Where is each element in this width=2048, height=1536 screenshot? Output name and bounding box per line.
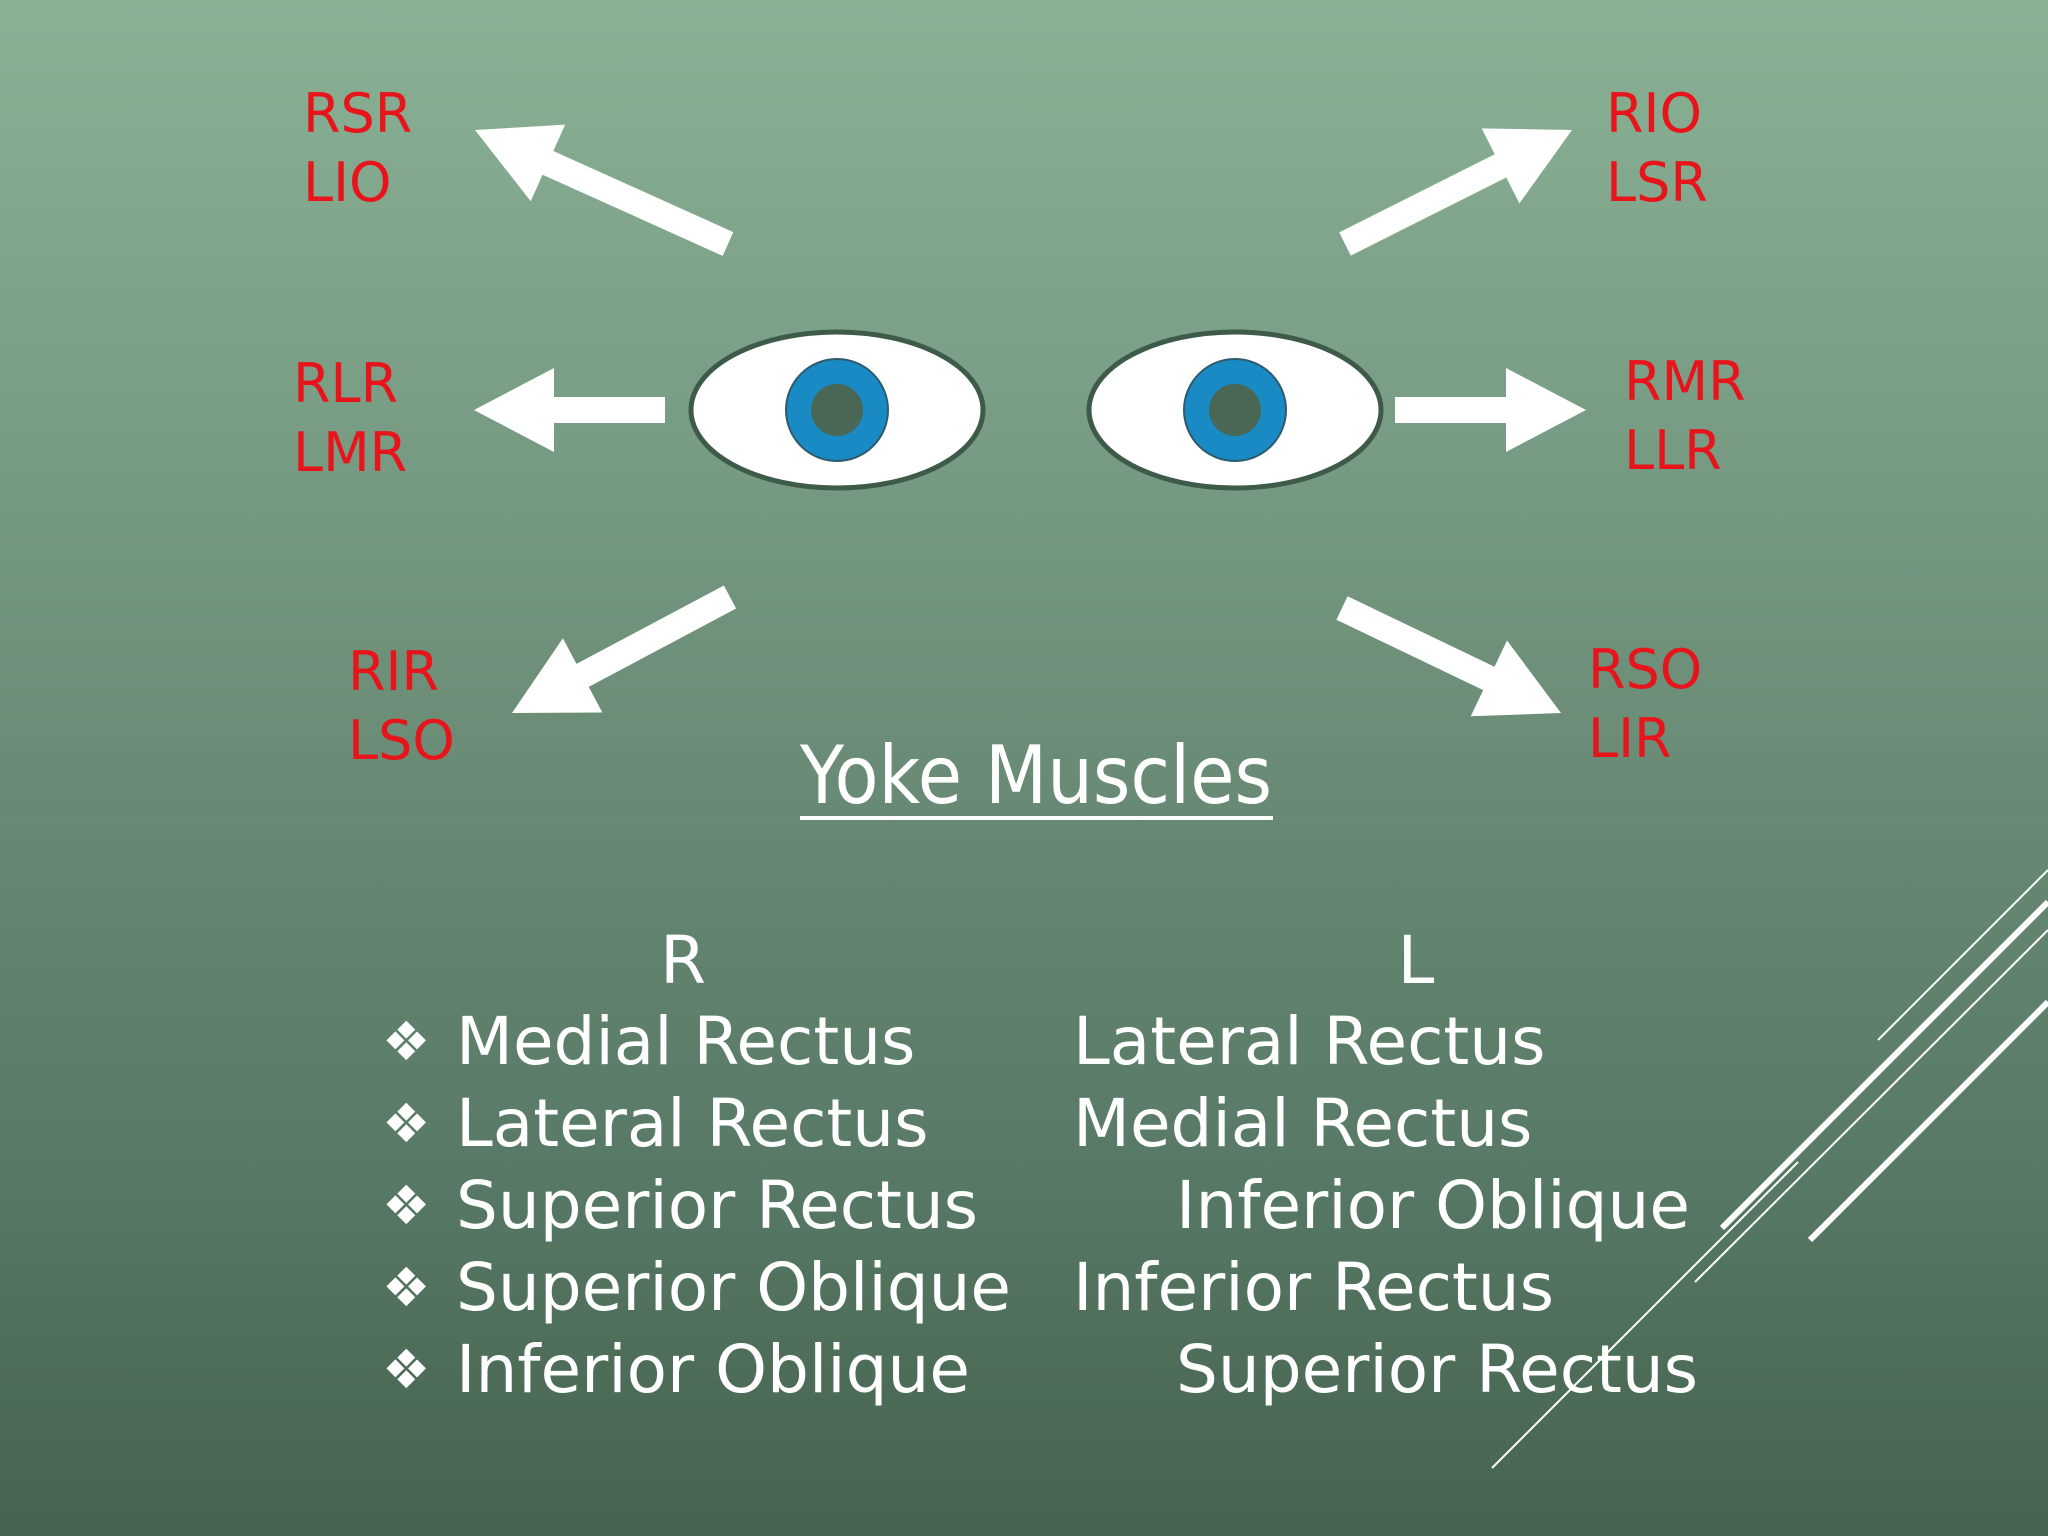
row-l-muscle: Inferior Oblique — [1176, 1167, 1690, 1244]
bullet-icon: ❖ — [382, 1092, 430, 1155]
deco-line — [1719, 899, 2048, 1231]
down-right-label: RSO LIR — [1588, 638, 1702, 770]
list-item: ❖ Medial Rectus Lateral Rectus — [382, 1003, 1545, 1080]
label-lsr: LSR — [1606, 151, 1708, 214]
arrow-left — [474, 368, 665, 452]
right-eye — [688, 329, 986, 491]
label-rso: RSO — [1588, 638, 1702, 701]
decorative-lines — [1491, 869, 2048, 1469]
bullet-icon: ❖ — [382, 1338, 430, 1401]
right-label: RMR LLR — [1624, 350, 1746, 482]
deco-line — [1807, 999, 2048, 1243]
list-item: ❖ Superior Oblique Inferior Rectus — [382, 1249, 1554, 1326]
label-rmr: RMR — [1624, 350, 1746, 413]
deco-line — [1491, 1161, 1799, 1469]
label-lmr: LMR — [293, 421, 407, 484]
yoke-pair-list: ❖ Medial Rectus Lateral Rectus ❖ Lateral… — [382, 1003, 1698, 1408]
column-header-r: R — [660, 922, 706, 999]
bullet-icon: ❖ — [382, 1174, 430, 1237]
left-label: RLR LMR — [293, 352, 407, 484]
label-lio: LIO — [303, 151, 392, 214]
row-r-muscle: Superior Rectus — [456, 1167, 978, 1244]
up-right-label: RIO LSR — [1606, 82, 1708, 214]
bullet-icon: ❖ — [382, 1256, 430, 1319]
row-r-muscle: Inferior Oblique — [456, 1331, 970, 1408]
label-lir: LIR — [1588, 707, 1672, 770]
label-rlr: RLR — [293, 352, 398, 415]
page-title: Yoke Muscles — [799, 729, 1272, 822]
arrow-down-right — [1336, 596, 1561, 717]
arrow-up-right — [1339, 128, 1572, 256]
column-header-l: L — [1398, 922, 1435, 999]
gaze-arrows — [474, 124, 1586, 717]
row-r-muscle: Superior Oblique — [456, 1249, 1011, 1326]
left-eye — [1086, 329, 1384, 491]
down-left-label: RIR LSO — [348, 640, 455, 772]
deco-line — [1877, 869, 2048, 1041]
row-l-muscle: Inferior Rectus — [1073, 1249, 1554, 1326]
label-llr: LLR — [1624, 419, 1722, 482]
label-rsr: RSR — [303, 82, 412, 145]
pupil — [1209, 384, 1261, 436]
arrow-up-left — [475, 124, 734, 256]
list-item: ❖ Inferior Oblique Superior Rectus — [382, 1331, 1698, 1408]
arrow-down-left — [512, 585, 737, 713]
label-rir: RIR — [348, 640, 439, 703]
row-r-muscle: Medial Rectus — [456, 1003, 915, 1080]
row-l-muscle: Superior Rectus — [1176, 1331, 1698, 1408]
list-item: ❖ Lateral Rectus Medial Rectus — [382, 1085, 1532, 1162]
label-rio: RIO — [1606, 82, 1702, 145]
pupil — [811, 384, 863, 436]
deco-line — [1694, 929, 2048, 1283]
row-l-muscle: Medial Rectus — [1073, 1085, 1532, 1162]
list-item: ❖ Superior Rectus Inferior Oblique — [382, 1167, 1690, 1244]
bullet-icon: ❖ — [382, 1010, 430, 1073]
row-l-muscle: Lateral Rectus — [1073, 1003, 1545, 1080]
up-left-label: RSR LIO — [303, 82, 412, 214]
arrow-right — [1395, 368, 1586, 452]
row-r-muscle: Lateral Rectus — [456, 1085, 928, 1162]
label-lso: LSO — [348, 709, 455, 772]
